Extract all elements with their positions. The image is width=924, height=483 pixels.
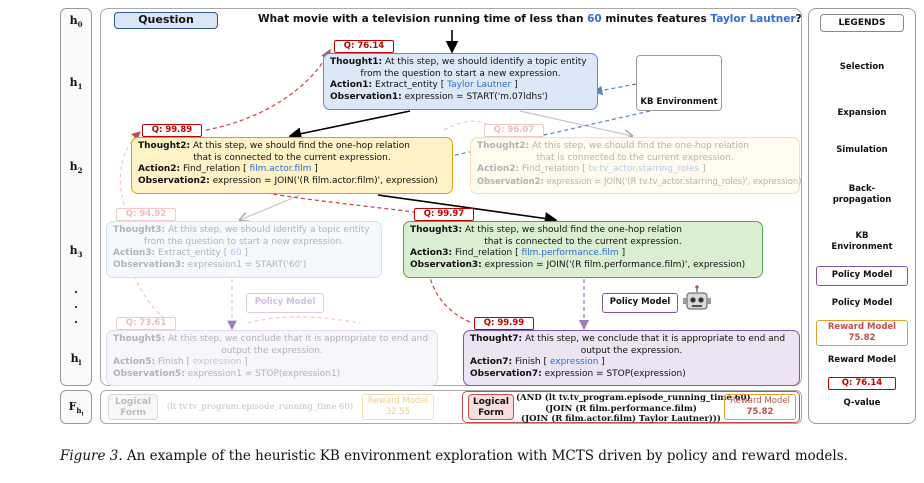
logical-form-panel	[100, 390, 802, 424]
node-step2-selected[interactable]: Thought2: At this step, we should find t…	[131, 137, 453, 194]
row-label-column	[60, 8, 92, 386]
q-value-n5-alt: Q: 73.61	[116, 317, 176, 330]
row-label-dot-1: .	[74, 283, 78, 296]
node-step3-selected[interactable]: Thought3: At this step, we should find t…	[403, 221, 763, 278]
question-tag: Question	[114, 12, 218, 29]
legend-selection-label: Selection	[839, 62, 885, 72]
row-label-dot-3: .	[74, 313, 78, 326]
kb-environment-box	[636, 55, 722, 111]
q-value-n2-alt: Q: 96.07	[484, 124, 544, 137]
policy-model: Policy Model	[602, 293, 678, 313]
kb-environment-label: KB Environment	[640, 97, 718, 107]
logical-form-formula: (AND (lt tv.tv_program.episode_running_t…	[516, 393, 751, 424]
legend-q-box: Q: 76.14	[828, 377, 896, 390]
node-step2-alternative[interactable]: Thought2: At this step, we should find t…	[470, 137, 801, 194]
question-text: What movie with a television running tim…	[258, 13, 802, 25]
row-label-fh: Fhl	[68, 400, 84, 418]
figure-caption: Figure 3. An example of the heuristic KB…	[60, 448, 848, 464]
row-label-h3: h3	[69, 244, 83, 260]
q-value-n2: Q: 99.89	[142, 124, 202, 137]
row-label-h0: h0	[69, 14, 83, 30]
legend-policy-box: Policy Model	[816, 266, 908, 286]
row-label-hl: hl	[70, 352, 82, 368]
formula-row-label-box	[60, 390, 92, 424]
legend-simulation-label: Simulation	[836, 145, 888, 155]
legend-backprop-label: Back-propagation	[832, 184, 892, 205]
q-value-n1: Q: 76.14	[334, 40, 394, 53]
node-step5-alternative[interactable]: Thought5: At this step, we conclude that…	[106, 330, 438, 386]
logical-form-active-frame	[462, 391, 800, 423]
legend-expansion-label: Expansion	[837, 108, 887, 118]
row-label-h1: h1	[69, 76, 83, 92]
row-label-dot-2: .	[74, 298, 78, 311]
node-step7-final[interactable]: Thought7: At this step, we conclude that…	[463, 330, 800, 386]
row-label-h2: h2	[69, 160, 83, 176]
q-value-n7: Q: 99.99	[474, 317, 534, 330]
node-step1[interactable]: Thought1: At this step, we should identi…	[323, 53, 598, 110]
node-step3-alternative[interactable]: Thought3: At this step, we should identi…	[106, 221, 382, 278]
legend-title: LEGENDS	[820, 14, 904, 32]
logical-form-faint-formula: (lt tv.tv_program.episode_running_time 6…	[166, 402, 354, 412]
q-value-n3: Q: 99.97	[414, 208, 474, 221]
legend-policy-label: Policy Model	[831, 298, 893, 308]
policy-model-faint: Policy Model	[246, 293, 324, 313]
legend-reward-label: Reward Model	[827, 355, 897, 365]
legend-panel	[808, 8, 916, 424]
legend-q-label: Q-value	[843, 398, 881, 408]
q-value-n3-alt: Q: 94.92	[116, 208, 176, 221]
